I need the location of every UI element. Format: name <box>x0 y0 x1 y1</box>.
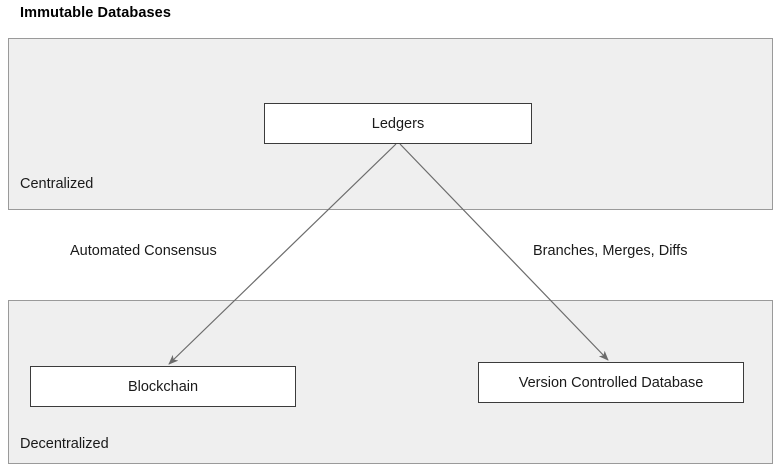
node-version-controlled-database[interactable]: Version Controlled Database <box>478 362 744 403</box>
edge-label-automated-consensus: Automated Consensus <box>70 243 217 259</box>
connector-ledgers-to-version-controlled-database <box>399 143 609 361</box>
node-version-controlled-database-label: Version Controlled Database <box>518 374 704 391</box>
edge-label-branches-merges-diffs: Branches, Merges, Diffs <box>533 243 688 259</box>
node-blockchain[interactable]: Blockchain <box>30 366 296 407</box>
node-blockchain-label: Blockchain <box>127 378 199 395</box>
connector-ledgers-to-blockchain <box>168 143 397 365</box>
page-title: Immutable Databases <box>20 5 171 21</box>
group-decentralized-label: Decentralized <box>20 436 109 452</box>
node-ledgers[interactable]: Ledgers <box>264 103 532 144</box>
group-centralized-label: Centralized <box>20 176 94 192</box>
node-ledgers-label: Ledgers <box>371 115 425 132</box>
